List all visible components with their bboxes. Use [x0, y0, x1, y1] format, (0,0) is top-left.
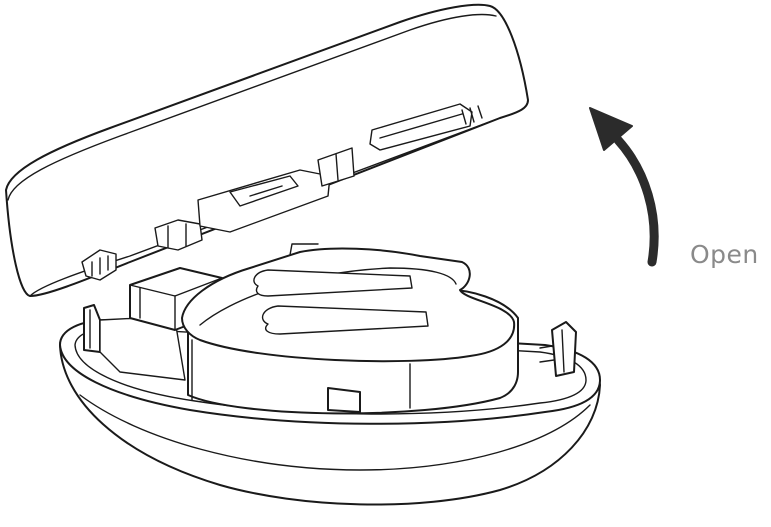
- circuit-board: [83, 267, 577, 381]
- device-lid: [5, 3, 529, 297]
- coin-cell-holder: [181, 243, 519, 415]
- open-arrow-icon: [589, 107, 659, 267]
- open-label: Open: [690, 240, 759, 269]
